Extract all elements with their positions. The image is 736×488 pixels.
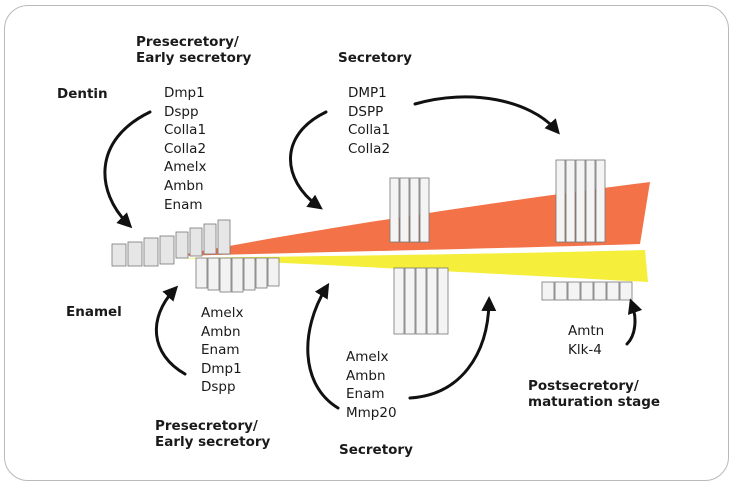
arrow-dentin-secretory [289, 110, 328, 210]
enamel-band [180, 250, 648, 282]
stage-label-maturation: Postsecretory/maturation stage [528, 378, 661, 410]
stage-label-enamel-secretory: Secretory [339, 442, 413, 458]
tissue-label-dentin: Dentin [57, 86, 108, 102]
early-cell-row [111, 219, 231, 267]
early-ameloblast-row [195, 257, 280, 293]
arrow-enamel-early [154, 285, 187, 376]
stage-label-dentin-early: Presecretory/Early secretory [136, 34, 252, 66]
tissue-label-enamel: Enamel [66, 304, 122, 320]
arrow-dentin-to-mature [413, 95, 560, 135]
arrow-enamel-to-maturation [408, 296, 497, 400]
mature-odontoblast-row [555, 159, 606, 243]
secretory-odontoblast-row [389, 177, 430, 243]
arrow-enamel-secretory [306, 282, 340, 410]
stage-label-dentin-secretory: Secretory [338, 50, 412, 66]
maturation-ameloblast-row [541, 281, 633, 301]
stage-label-enamel-early: Presecretory/Early secretory [155, 418, 271, 450]
arrow-maturation [625, 298, 643, 346]
secretory-ameloblast-row [393, 267, 449, 335]
arrow-dentin-early [103, 110, 152, 229]
